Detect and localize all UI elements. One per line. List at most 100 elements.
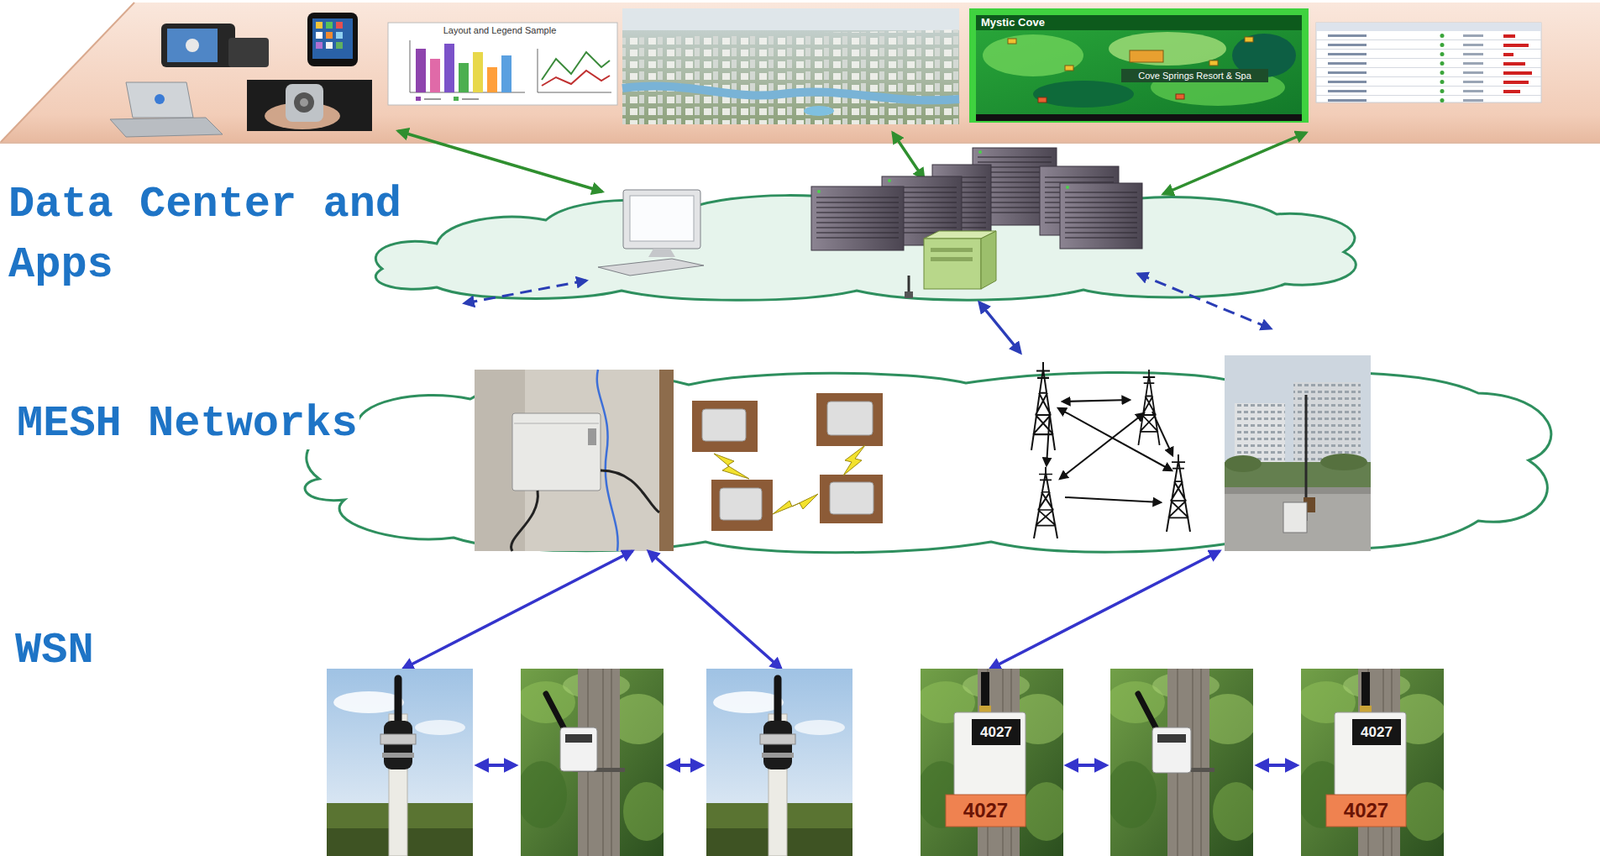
chart-screenshot (487, 67, 498, 93)
city-render (622, 8, 960, 31)
sensor-id-band: 4027 (1343, 795, 1389, 826)
radio-tower (1033, 466, 1058, 539)
chart-screenshot (430, 58, 441, 93)
phone-icon (325, 21, 333, 29)
chart-screenshot (388, 22, 618, 105)
city-render (803, 105, 835, 116)
radio-tower (1062, 399, 1130, 402)
sensor-id-band: 4027 (963, 795, 1008, 826)
city-render (622, 86, 960, 101)
mesh-router-photo (692, 400, 758, 452)
sensor-id-tag: 4027 (980, 719, 1013, 745)
pc-icon (629, 195, 694, 242)
apps-band (0, 141, 1600, 144)
rooftop-gateway-photo (1224, 487, 1371, 551)
pc-icon (648, 248, 676, 258)
map-place-name-box: Cove Springs Resort & Spa (1121, 68, 1269, 83)
map-screenshot (1175, 94, 1185, 100)
wall-gateway-photo (587, 428, 597, 446)
handheld-photo (246, 79, 373, 132)
sensor-link-arrow (477, 763, 516, 767)
sensor-node (1352, 718, 1401, 745)
sensor-photo (326, 668, 1451, 856)
app-link-arrow (1163, 132, 1307, 195)
mesh-router-photo (827, 401, 873, 436)
layer-heading: WSN (15, 625, 95, 677)
uplink-arrow (990, 550, 1220, 669)
table-screenshot (1316, 22, 1542, 103)
sensor-id-tag-box: 4027 (971, 718, 1021, 745)
rooftop-gateway-photo (1224, 455, 1262, 473)
gateway-server (904, 291, 913, 299)
phone-icon (325, 41, 333, 49)
chart-screenshot (415, 48, 426, 93)
sensor-photo (1106, 668, 1260, 856)
laptop-icon (110, 117, 223, 137)
map-title-box: Mystic Cove (980, 15, 1124, 31)
laptop-icon (110, 82, 223, 137)
pc-icon (598, 189, 704, 276)
table-screenshot (1316, 31, 1542, 103)
map-screenshot (969, 8, 1309, 123)
sensor-id-tag: 4027 (1360, 719, 1393, 745)
radio-tower (1031, 361, 1191, 539)
rooftop-gateway-photo (1224, 355, 1371, 551)
sensor-photo (326, 668, 473, 856)
sensor-node (954, 712, 1026, 797)
wall-gateway-photo (511, 490, 539, 551)
map-screenshot (1108, 31, 1227, 66)
sensor-node (545, 671, 1406, 827)
gateway-server (980, 230, 997, 289)
handheld-photo (246, 79, 373, 132)
sensor-link-arrow (477, 765, 1297, 766)
mesh-router-photo (819, 474, 883, 524)
phone-icon (335, 41, 343, 49)
radio-tower (1152, 411, 1173, 456)
mesh-router-photo (829, 482, 874, 515)
chart-screenshot (388, 22, 618, 105)
wall-gateway-photo (659, 369, 674, 551)
map-screenshot (1244, 36, 1254, 42)
backhaul-arrow (464, 273, 1271, 329)
table-screenshot (1503, 89, 1521, 94)
sensor-node (1138, 693, 1157, 730)
gateway-server (923, 238, 981, 289)
sensor-photo (1296, 668, 1451, 856)
radio-tower (1166, 454, 1191, 532)
phone-icon (315, 31, 323, 39)
mesh-router-photo (816, 393, 883, 446)
uplink-arrow (648, 550, 782, 669)
layer-heading: Data Center and Apps (8, 174, 420, 296)
phone-icon (315, 41, 323, 49)
uplink-arrow (403, 550, 1220, 669)
server-rack (1065, 185, 1070, 189)
backhaul-arrow (464, 280, 587, 304)
server-rack (811, 147, 1143, 251)
uplink-arrow (403, 550, 633, 669)
wireless-bolt (772, 493, 819, 515)
map-screenshot (1007, 38, 1017, 44)
wall-gateway-photo (600, 470, 660, 513)
sensor-link-arrow (668, 763, 703, 767)
mesh-router-photo (692, 393, 883, 531)
radio-tower (1138, 369, 1160, 446)
mesh-router-photo (719, 487, 762, 520)
map-screenshot (1064, 65, 1074, 71)
map-screenshot (975, 114, 1302, 121)
link-arrow (979, 302, 1021, 353)
phone-icon (228, 37, 269, 68)
wall-gateway-photo (474, 369, 674, 551)
city-render (622, 8, 960, 125)
sensor-photo (706, 668, 853, 856)
rooftop-gateway-photo (1283, 502, 1307, 533)
map-title: Mystic Cove (980, 15, 1045, 31)
pc-icon (598, 258, 704, 276)
chart-screenshot (409, 40, 525, 93)
gateway-server (930, 257, 973, 262)
pc-icon (623, 189, 701, 249)
rooftop-gateway-photo (1320, 453, 1368, 471)
table-screenshot (1503, 34, 1516, 38)
handheld-photo (285, 83, 324, 122)
radio-tower (1046, 411, 1050, 466)
